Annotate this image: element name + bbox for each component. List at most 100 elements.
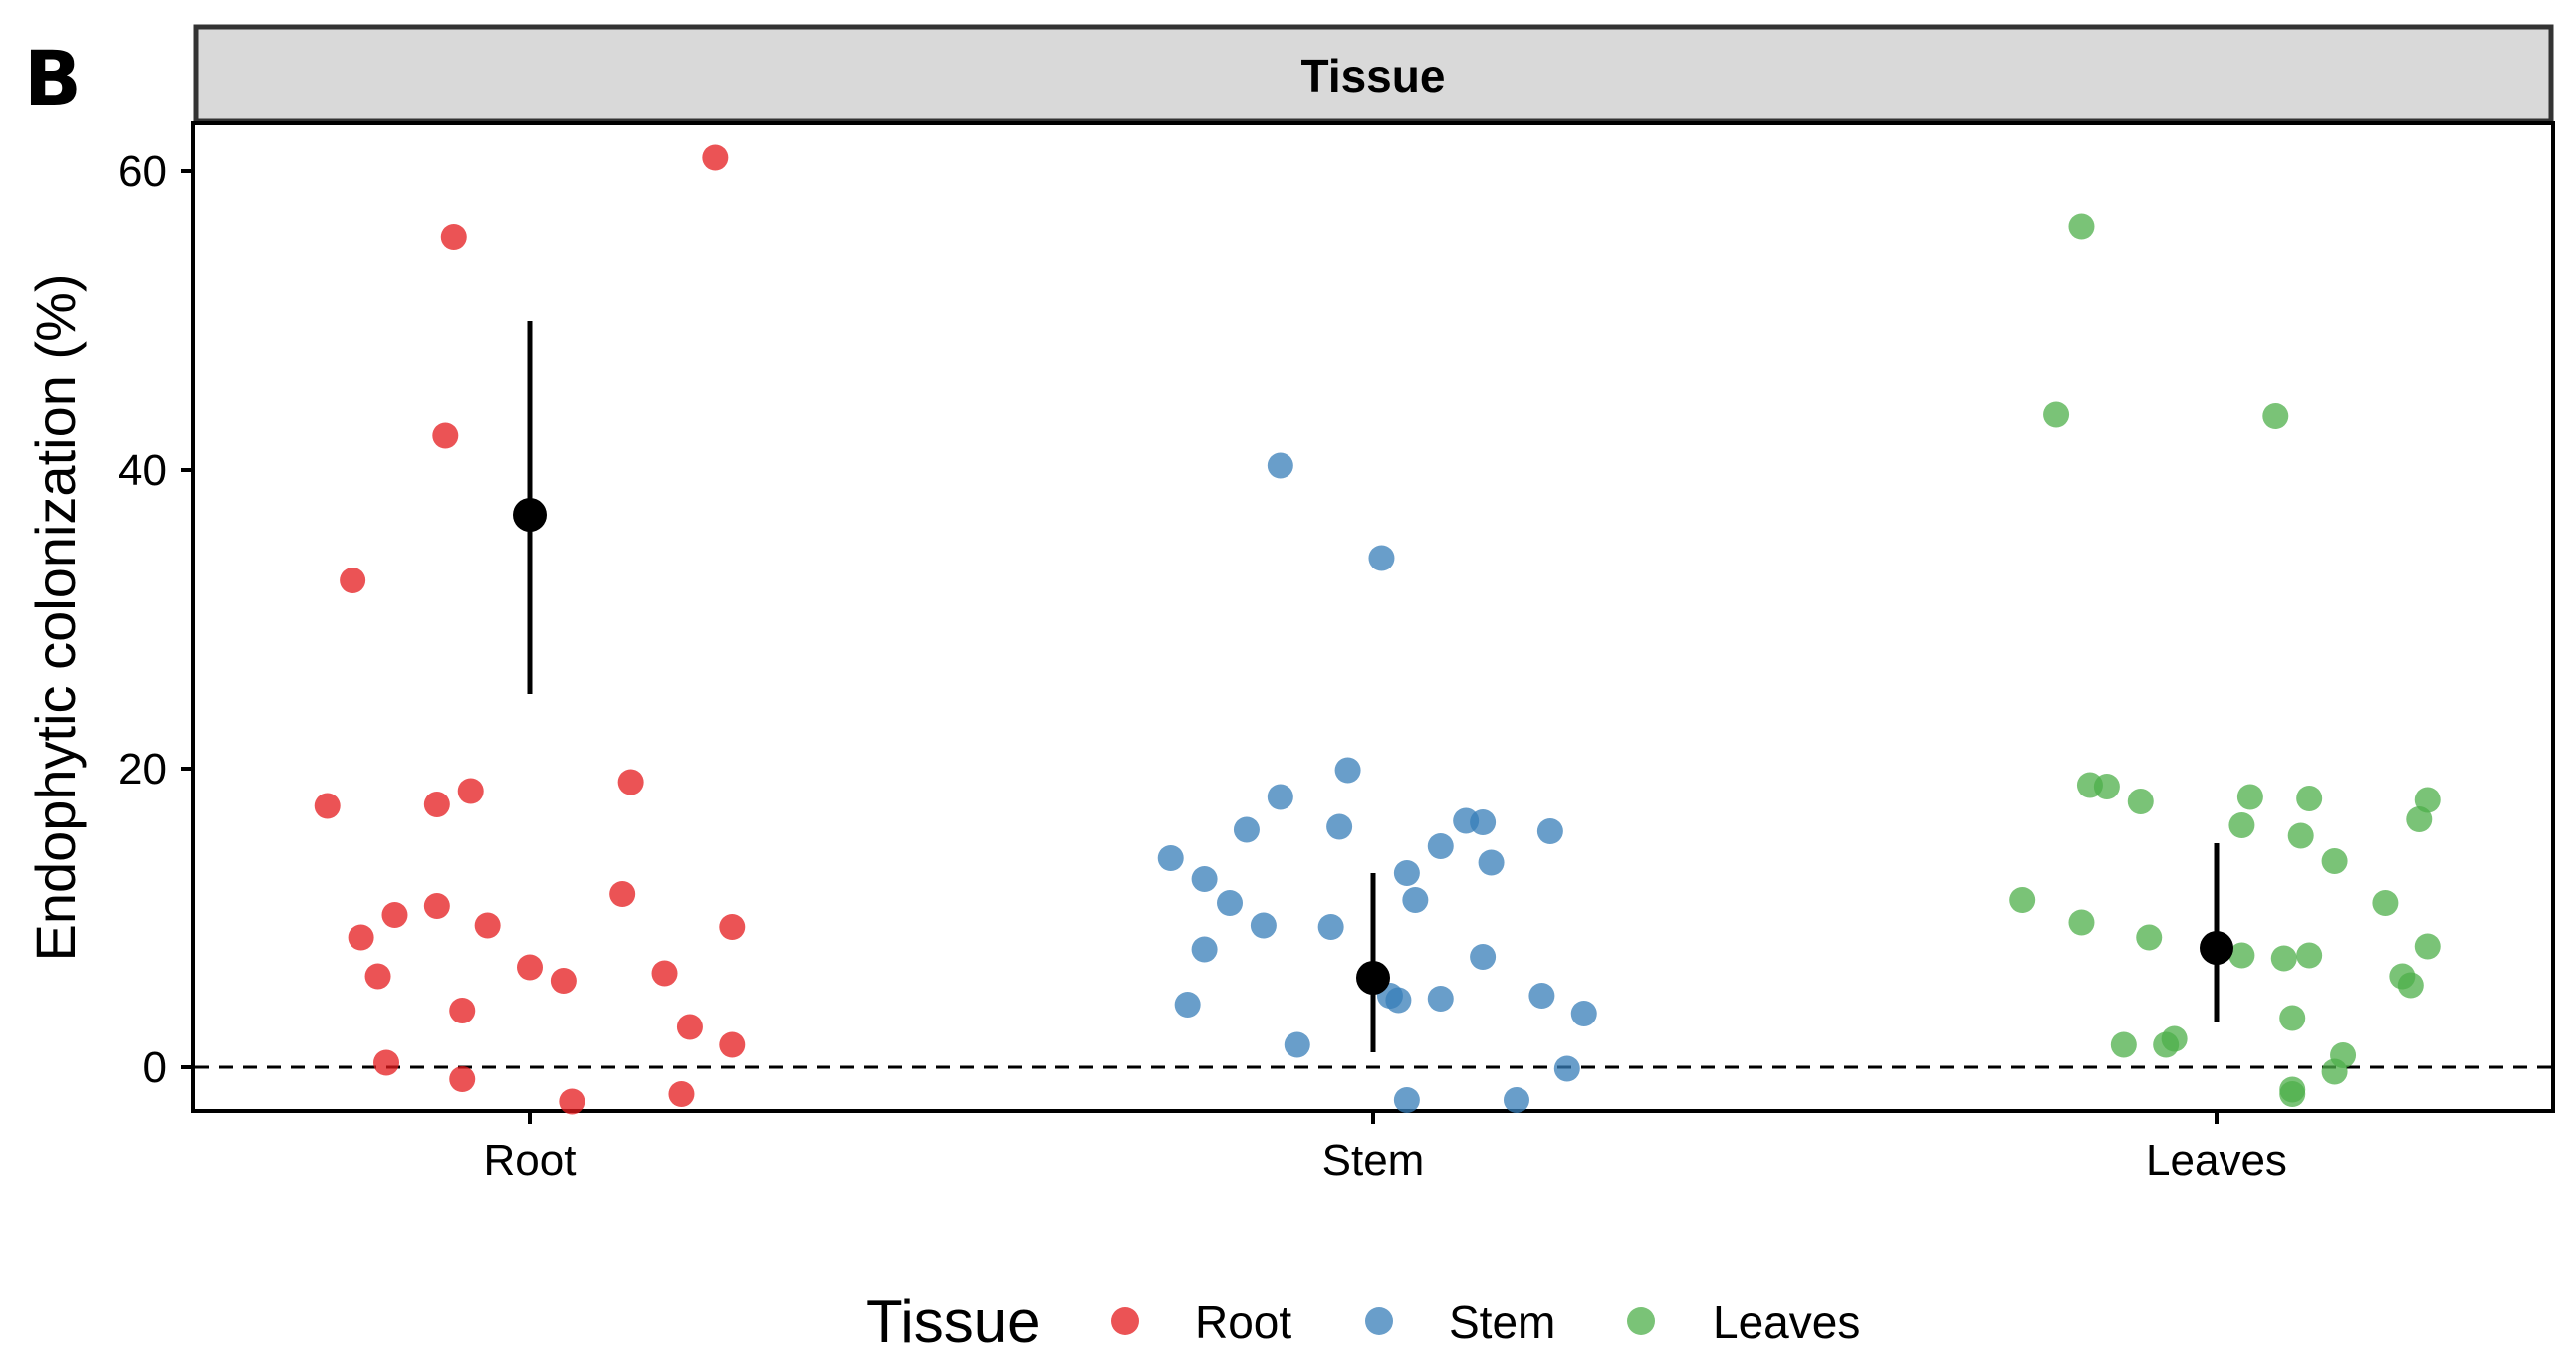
mean-point-stem <box>1356 961 1390 995</box>
x-tick-label: Leaves <box>2146 1136 2287 1185</box>
data-point-stem <box>1157 845 1184 871</box>
data-point-root <box>550 968 577 994</box>
x-axis-ticks: Root Stem Leaves <box>484 1111 2287 1185</box>
data-point-root <box>651 960 678 987</box>
data-point-stem <box>1478 849 1505 876</box>
data-point-stem <box>1174 992 1201 1018</box>
data-point-leaves <box>2068 909 2095 936</box>
data-point-root <box>432 422 459 449</box>
y-tick-label: 40 <box>118 446 167 495</box>
data-point-stem <box>1267 784 1293 810</box>
data-point-leaves <box>2228 812 2255 838</box>
data-point-root <box>314 793 341 819</box>
data-point-root <box>719 914 746 940</box>
data-point-root <box>719 1031 746 1058</box>
data-point-leaves <box>2397 972 2424 999</box>
data-point-stem <box>1385 987 1412 1014</box>
legend-label-leaves: Leaves <box>1713 1296 1860 1348</box>
data-point-root <box>340 568 366 593</box>
data-point-root <box>668 1081 695 1107</box>
data-point-root <box>617 769 644 795</box>
data-point-stem <box>1284 1031 1310 1058</box>
data-point-stem <box>1503 1087 1529 1113</box>
data-point-leaves <box>2136 924 2163 951</box>
legend-label-root: Root <box>1195 1296 1291 1348</box>
data-point-stem <box>1393 860 1420 886</box>
data-point-root <box>702 144 729 171</box>
data-point-leaves <box>2287 822 2314 849</box>
data-point-stem <box>1368 545 1395 571</box>
data-point-leaves <box>2321 848 2348 874</box>
data-point-stem <box>1570 1001 1597 1026</box>
data-point-stem <box>1317 914 1344 940</box>
data-point-stem <box>1393 1087 1420 1113</box>
legend-label-stem: Stem <box>1449 1296 1555 1348</box>
legend: Tissue Root Stem Leaves <box>866 1288 1860 1355</box>
data-points <box>314 144 2441 1115</box>
data-point-stem <box>1553 1055 1580 1082</box>
data-point-leaves <box>2406 806 2433 832</box>
data-point-leaves <box>2161 1025 2188 1052</box>
data-point-root <box>423 893 450 919</box>
data-point-root <box>474 912 501 939</box>
data-point-leaves <box>2414 933 2441 960</box>
data-point-leaves <box>2228 942 2255 969</box>
data-point-leaves <box>2068 213 2095 240</box>
data-point-root <box>381 902 408 928</box>
data-point-leaves <box>2262 403 2289 429</box>
facet-strip-title: Tissue <box>1301 50 1446 102</box>
y-tick-label: 0 <box>143 1043 167 1092</box>
data-point-root <box>364 963 391 990</box>
data-point-root <box>676 1014 703 1040</box>
data-point-leaves <box>2330 1042 2357 1068</box>
y-axis-title: Endophytic colonization (%) <box>24 273 87 961</box>
data-point-leaves <box>2236 784 2263 810</box>
data-point-root <box>440 224 467 250</box>
data-point-stem <box>1233 816 1260 843</box>
data-point-root <box>609 881 636 907</box>
data-point-stem <box>1250 912 1277 939</box>
data-point-stem <box>1536 818 1563 844</box>
panel-label: B <box>24 34 82 122</box>
data-point-stem <box>1427 986 1454 1012</box>
data-point-leaves <box>2043 401 2070 428</box>
data-point-leaves <box>2110 1031 2137 1058</box>
mean-point-root <box>513 498 547 532</box>
data-point-stem <box>1191 866 1218 892</box>
y-tick-label: 60 <box>118 147 167 196</box>
data-point-stem <box>1427 833 1454 859</box>
x-tick-label: Stem <box>1322 1136 1425 1185</box>
data-point-stem <box>1334 757 1361 784</box>
data-point-leaves <box>2279 1005 2306 1031</box>
mean-point-leaves <box>2200 931 2233 965</box>
data-point-stem <box>1402 887 1429 913</box>
data-point-root <box>457 778 484 804</box>
x-tick-label: Root <box>484 1136 577 1185</box>
y-axis-ticks: 0 20 40 60 <box>118 147 193 1092</box>
data-point-leaves <box>2372 890 2399 916</box>
data-point-leaves <box>2093 774 2120 799</box>
data-point-root <box>449 1066 476 1092</box>
legend-key-leaves <box>1627 1307 1655 1335</box>
legend-key-stem <box>1365 1307 1393 1335</box>
data-point-root <box>348 924 374 951</box>
facet-strip <box>193 24 2554 124</box>
data-point-stem <box>1217 890 1244 916</box>
data-point-leaves <box>2296 786 2323 811</box>
data-point-leaves <box>2279 1081 2306 1107</box>
legend-key-root <box>1111 1307 1139 1335</box>
data-point-stem <box>1470 809 1497 835</box>
data-point-stem <box>1528 983 1555 1009</box>
data-point-stem <box>1470 944 1497 970</box>
data-point-stem <box>1191 936 1218 963</box>
data-point-leaves <box>2414 787 2441 813</box>
data-point-leaves <box>2270 945 2297 972</box>
data-point-leaves <box>2296 942 2323 969</box>
legend-title: Tissue <box>866 1288 1041 1355</box>
y-tick-label: 20 <box>118 745 167 794</box>
data-point-root <box>517 954 543 981</box>
data-point-leaves <box>2127 789 2154 814</box>
mean-error-bars <box>513 321 2233 1052</box>
data-point-stem <box>1326 813 1353 840</box>
